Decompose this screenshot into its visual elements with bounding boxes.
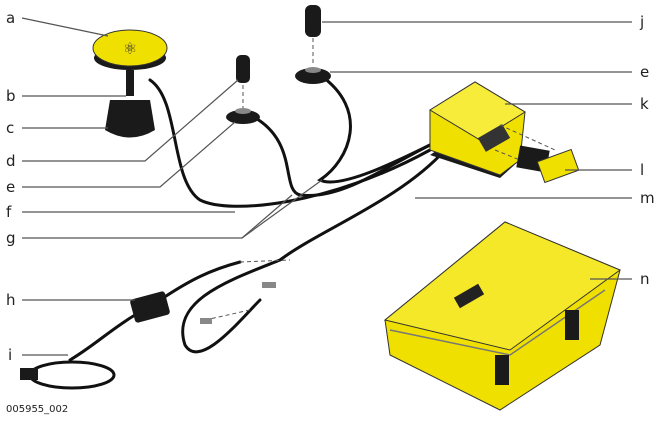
pole-adapter [126,70,134,96]
figure-id: 005955_002 [6,404,68,415]
transport-case [383,221,622,411]
cable-f [148,78,432,208]
radio-antenna [305,5,321,37]
leica-logo [453,283,485,309]
label-i: i [8,346,12,364]
label-f: f [6,203,12,221]
leader-lines [21,17,632,356]
cable-g2 [317,73,442,184]
label-m: m [640,189,655,207]
label-n: n [640,270,650,288]
tribrach [105,100,155,138]
label-k: k [640,95,649,113]
label-h: h [6,291,16,309]
receiver [429,81,526,178]
cable-g1 [248,113,432,198]
magnetic-base [226,110,260,124]
label-a: a [6,9,15,27]
case-latch [565,310,579,340]
label-e-right: e [640,63,649,81]
label-c: c [6,119,14,137]
cable-m [181,148,447,354]
power-cable [158,260,242,302]
power-supply [130,291,170,323]
label-d: d [6,152,16,170]
connector [262,282,276,288]
small-antenna [236,55,250,83]
coiled-cable [28,360,116,390]
label-b: b [6,87,16,105]
gnss-antenna: ⚛ [92,29,168,70]
memory-card [516,145,580,184]
case-latch [495,355,509,385]
cables [28,73,447,390]
label-j: j [639,13,644,31]
label-l: l [640,161,644,179]
mains-plug [20,368,38,380]
magnetic-base-right [295,68,331,84]
atom-logo-icon: ⚛ [123,39,137,58]
label-g: g [6,229,16,247]
connector [200,318,212,324]
mains-cable [68,313,137,362]
label-e-left: e [6,178,15,196]
